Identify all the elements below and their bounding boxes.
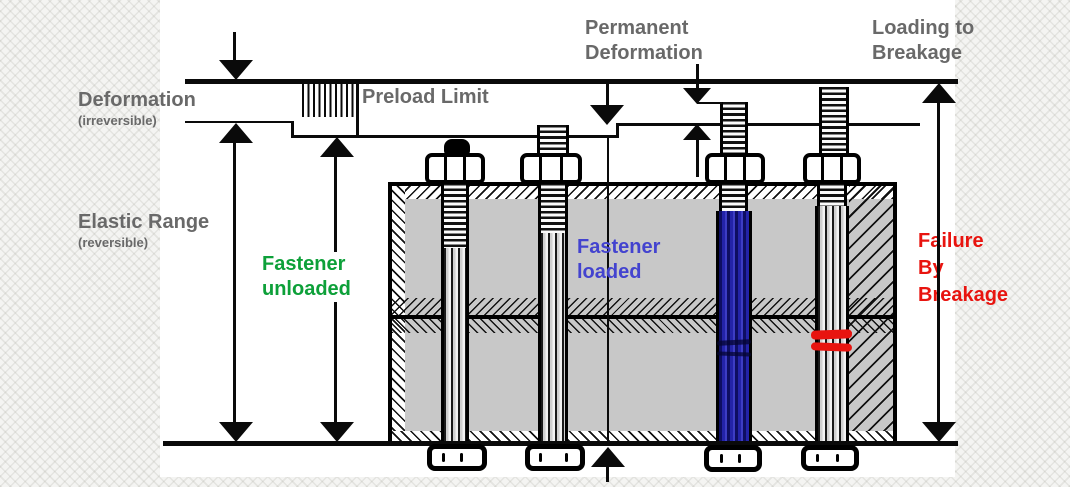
joint-lower-hatch: [392, 319, 893, 333]
plate-bottom-hatch: [392, 431, 893, 443]
plate-joint-line: [392, 315, 893, 319]
permanent-deformation-step: [616, 123, 619, 138]
joint-upper-hatch: [392, 298, 893, 315]
permanent-deformation-arrow-down: [683, 88, 711, 104]
bolt3-shank-loaded: [716, 211, 752, 441]
loaded-length-arrow-down: [590, 105, 624, 125]
deformation-label: Deformation (irreversible): [78, 88, 196, 128]
bolt3-bottom-nut: [704, 445, 762, 472]
loaded-length-arrow-up: [591, 447, 625, 467]
bolt4-break-mark: [810, 342, 853, 352]
permanent-deformation-pointer: [696, 64, 699, 89]
permanent-deformation-line: [618, 123, 920, 126]
permanent-deformation-lower-stem: [696, 139, 699, 177]
bolt1-bottom-nut: [427, 444, 487, 471]
preload-limit-end-tick: [356, 84, 359, 137]
fastener-unloaded-label: Fastener unloaded: [259, 252, 354, 302]
bolt4-thread: [817, 183, 847, 207]
elastic-range-dimension-line: [233, 141, 236, 425]
permanent-deformation-arrow-up: [683, 124, 711, 140]
bolt2-stud-thread: [537, 125, 569, 157]
bolt1-shank: [441, 248, 469, 441]
loading-to-breakage-dimension-line: [937, 101, 940, 425]
elastic-range-label: Elastic Range (reversible): [78, 210, 209, 250]
bolt3-top-nut: [705, 153, 765, 184]
preload-limit-line: [293, 135, 618, 138]
bolt1-top-nut: [425, 153, 485, 184]
plate-top-hatch: [392, 186, 893, 199]
deformation-offset-line: [185, 121, 293, 123]
elastic-range-title: Elastic Range: [78, 211, 210, 233]
preload-limit-label: Preload Limit: [362, 86, 489, 108]
bolt4-stud-thread: [819, 87, 849, 157]
loaded-length-arrow-stem: [606, 84, 609, 106]
bolt2-bottom-nut: [525, 444, 585, 471]
elastic-range-arrow-up: [219, 123, 253, 143]
failure-by-breakage-label: Failure By Breakage: [918, 230, 1009, 306]
bolt3-stud-thread: [720, 102, 748, 157]
top-load-arrow-down: [219, 60, 253, 80]
loading-to-breakage-arrow-down: [922, 422, 956, 442]
elastic-range-subtitle: (reversible): [78, 235, 149, 250]
bolt1-thread: [441, 183, 469, 249]
elastic-range-arrow-down: [219, 422, 253, 442]
bolt4-bottom-nut: [801, 445, 859, 471]
bolt3-thread: [719, 183, 748, 212]
bolt2-shank: [538, 233, 568, 441]
offset-line-jog: [291, 121, 294, 138]
top-reference-line: [185, 79, 958, 84]
bolt1-stud-cap: [444, 139, 470, 155]
loading-to-breakage-arrow-up: [922, 83, 956, 103]
loaded-length-dimension-line: [607, 137, 609, 441]
permanent-deformation-label: Permanent Deformation: [585, 17, 703, 64]
fastener-loaded-label: Fastener loaded: [577, 236, 661, 283]
loaded-length-lower-stem: [606, 465, 609, 482]
bolt4-top-nut: [803, 153, 861, 184]
bolt4-shank: [815, 206, 849, 441]
bolt4-break-mark: [810, 329, 853, 340]
bottom-reference-line: [163, 441, 958, 446]
deformation-title: Deformation: [78, 89, 196, 111]
bolt2-top-nut: [520, 153, 582, 184]
fastener-unloaded-arrow-down: [320, 422, 354, 442]
fastener-unloaded-arrow-up: [320, 137, 354, 157]
deformation-subtitle: (irreversible): [78, 113, 157, 128]
clamped-plates: [388, 182, 897, 443]
top-load-arrow-stem: [233, 32, 236, 62]
loading-to-breakage-label: Loading to Breakage: [872, 17, 975, 64]
preload-limit-tick-marks: [302, 84, 357, 117]
bolt2-thread: [538, 183, 568, 234]
